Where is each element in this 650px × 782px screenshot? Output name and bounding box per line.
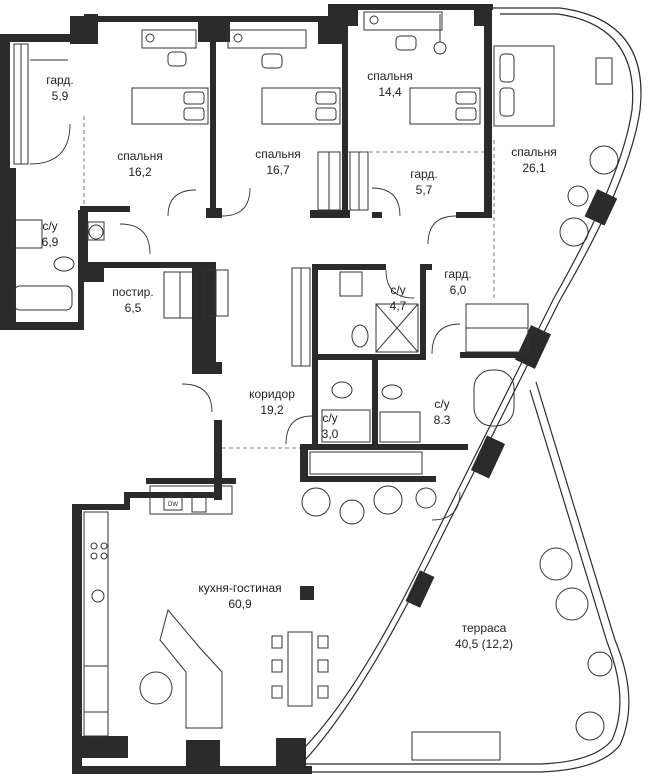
room-area-wardrobe-3: 6,0 (450, 283, 467, 297)
room-area-kitchen-living: 60,9 (228, 597, 252, 611)
room-area-bathroom-4: 8.3 (434, 413, 451, 427)
room-area-bedroom-master: 26,1 (522, 161, 546, 175)
room-name-bedroom-2: спальня (255, 147, 301, 161)
door-swings (29, 123, 461, 521)
room-area-wardrobe-1: 5,9 (52, 89, 69, 103)
room-name-wardrobe-2: гард. (410, 167, 438, 181)
room-area-terrace: 40,5 (12,2) (455, 637, 513, 651)
room-name-wardrobe-3: гард. (444, 267, 472, 281)
room-name-bathroom-1: с/у (42, 219, 57, 233)
dishwasher-label: DW (168, 502, 178, 508)
room-name-terrace: терраса (462, 621, 507, 635)
room-name-bedroom-1: спальня (117, 149, 163, 163)
room-name-bathroom-2: с/у (390, 283, 405, 297)
interior-walls (80, 22, 534, 484)
room-name-bedroom-3: спальня (367, 69, 413, 83)
furniture (11, 11, 619, 761)
room-name-bathroom-3: с/у (322, 411, 337, 425)
room-area-bathroom-3: 3,0 (322, 427, 339, 441)
exterior-walls (0, 4, 618, 774)
room-name-bathroom-4: с/у (434, 397, 449, 411)
room-name-wardrobe-1: гард. (46, 73, 74, 87)
room-area-corridor: 19,2 (260, 403, 284, 417)
room-area-bedroom-2: 16,7 (266, 163, 290, 177)
room-name-corridor: коридор (249, 387, 295, 401)
room-labels: гард. 5,9 спальня 16,2 спальня 16,7 спал… (42, 69, 557, 651)
room-area-bathroom-2: 4,7 (390, 299, 407, 313)
room-name-laundry: постир. (112, 285, 153, 299)
room-name-kitchen-living: кухня-гостиная (198, 581, 281, 595)
room-area-bedroom-1: 16,2 (128, 165, 152, 179)
room-area-bedroom-3: 14,4 (378, 85, 402, 99)
room-area-laundry: 6,5 (125, 301, 142, 315)
room-area-wardrobe-2: 5,7 (416, 183, 433, 197)
room-area-bathroom-1: 6,9 (42, 235, 59, 249)
zone-lines (83, 116, 495, 449)
room-name-bedroom-master: спальня (511, 145, 557, 159)
